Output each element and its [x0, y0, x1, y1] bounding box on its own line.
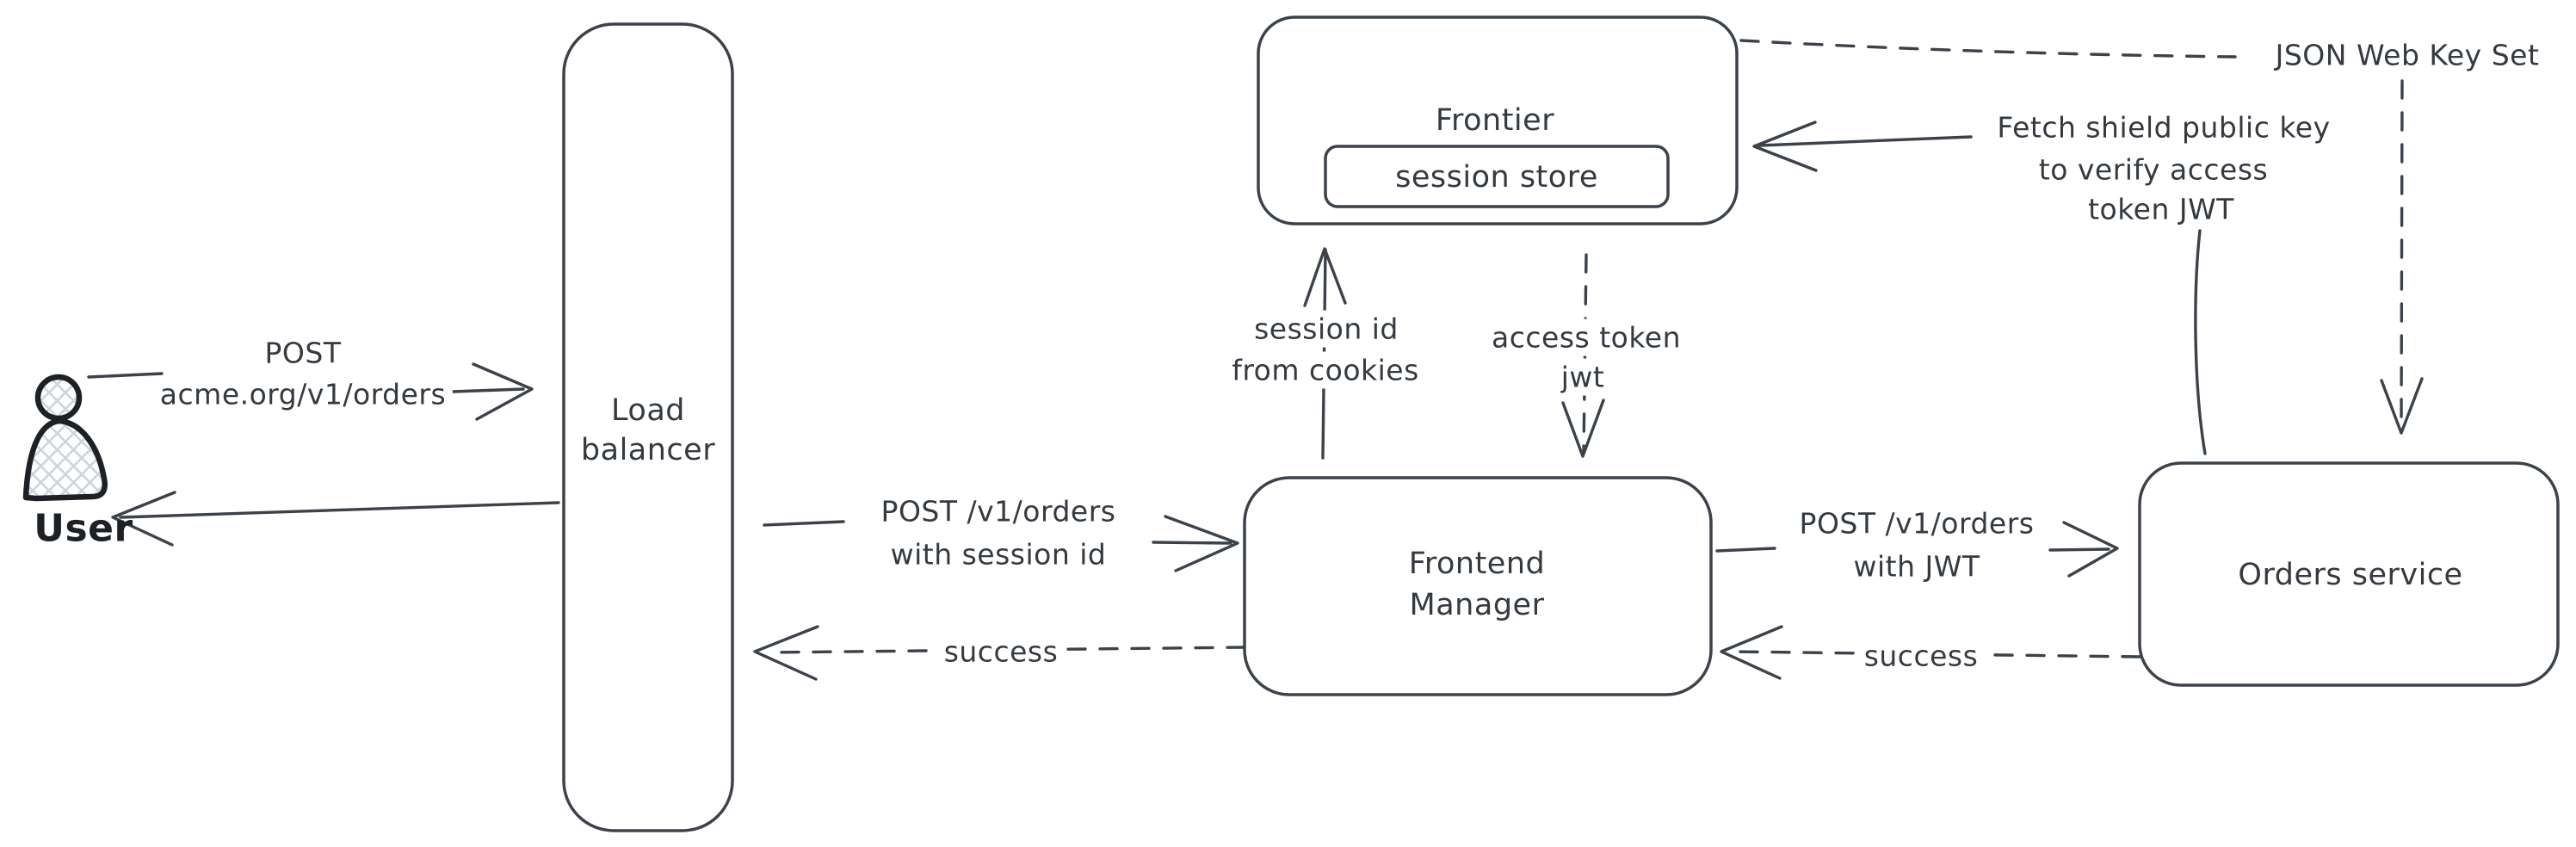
arrow-load-balancer-to-user	[111, 491, 560, 547]
fm-to-orders-label-line1: POST /v1/orders	[1792, 504, 2042, 542]
frontend-manager-label-line1: Frontend	[1408, 547, 1546, 581]
load-balancer-label-line2: balancer	[580, 433, 716, 467]
dashed-line-frontier-to-jwks	[1739, 39, 2237, 59]
lb-to-fm-label-line2: with session id	[883, 535, 1114, 573]
arrow-orders-to-frontier-fetch	[1752, 121, 2207, 455]
fm-to-lb-success-label: success	[936, 633, 1066, 671]
arrow-lb-to-frontend-manager	[763, 515, 1239, 572]
frontier-label: Frontier	[1435, 103, 1555, 138]
frontend-manager-box	[1243, 476, 1713, 696]
user-request-label-line2: acme.org/v1/orders	[152, 375, 454, 413]
fetch-jwks-label-line1: Fetch shield public key	[1990, 108, 2338, 146]
user-request-label-line1: POST	[257, 334, 349, 372]
session-store-box	[1324, 145, 1670, 208]
orders-service-box	[2138, 461, 2560, 687]
session-id-label-line1: session id	[1247, 310, 1405, 348]
access-token-label-line1: access token	[1485, 318, 1688, 356]
dashed-arrow-jwks-to-orders	[2380, 79, 2424, 435]
orders-service-label: Orders service	[2238, 558, 2463, 592]
fm-to-orders-label-line2: with JWT	[1846, 547, 1987, 585]
lb-to-fm-label-line1: POST /v1/orders	[874, 492, 1123, 530]
user-label: User	[34, 506, 133, 551]
load-balancer-label-line1: Load	[611, 393, 685, 428]
user-icon	[22, 374, 108, 502]
fetch-jwks-label-line2: to verify access	[2031, 151, 2276, 189]
arrow-fm-to-orders	[1715, 521, 2119, 578]
jwks-label: JSON Web Key Set	[2268, 36, 2547, 74]
fetch-jwks-label-line3: token JWT	[2081, 190, 2241, 228]
frontend-manager-label-line2: Manager	[1409, 588, 1545, 622]
session-id-label-line2: from cookies	[1225, 351, 1426, 389]
access-token-label-line2: jwt	[1554, 358, 1612, 396]
load-balancer-box	[562, 22, 734, 832]
orders-to-fm-success-label: success	[1856, 637, 1986, 675]
session-store-label: session store	[1395, 160, 1598, 195]
